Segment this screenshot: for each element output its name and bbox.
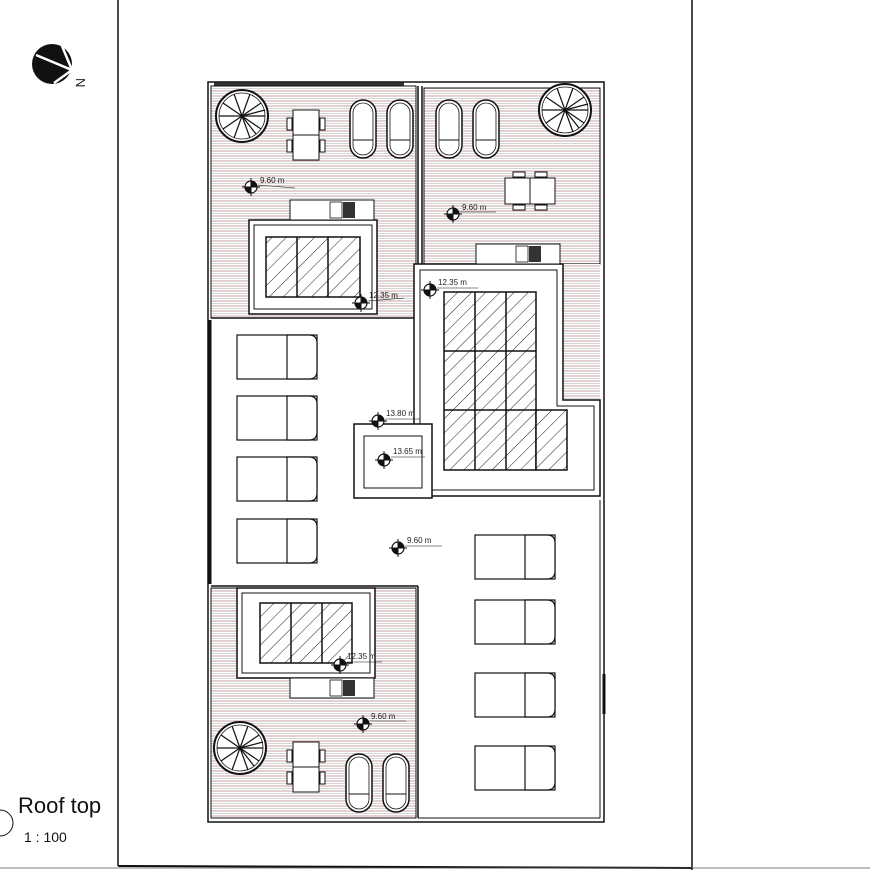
level-marker-tank-outer: 13.80 m	[368, 409, 420, 431]
water-tank	[353, 423, 433, 499]
svg-text:9.60 m: 9.60 m	[407, 536, 432, 545]
level-marker-tank-inner: 13.65 m	[374, 447, 425, 470]
svg-text:13.65 m: 13.65 m	[393, 447, 422, 456]
svg-text:9.60 m: 9.60 m	[260, 176, 285, 185]
svg-text:12.35 m: 12.35 m	[369, 291, 398, 300]
level-marker-deck-bottom-left: 9.60 m	[353, 712, 406, 734]
svg-text:12.35 m: 12.35 m	[347, 652, 376, 661]
stair-block-top-left	[248, 219, 378, 315]
svg-text:12.35 m: 12.35 m	[438, 278, 467, 287]
level-marker-deck-top-left: 9.60 m	[241, 176, 296, 197]
svg-text:9.60 m: 9.60 m	[462, 203, 487, 212]
svg-text:13.80 m: 13.80 m	[386, 409, 415, 418]
level-marker-stair-top-left: 12.35 m	[351, 291, 405, 313]
north-label: N	[73, 78, 88, 87]
view-scale: 1 : 100	[24, 829, 67, 845]
stair-block-right	[413, 263, 601, 497]
level-marker-stair-top-right: 12.35 m	[420, 278, 478, 300]
level-marker-stair-bottom-left: 12.35 m	[330, 652, 382, 675]
view-marker-icon	[0, 809, 14, 837]
level-marker-roof-center: 9.60 m	[388, 536, 442, 558]
level-marker-deck-top-right: 9.60 m	[443, 203, 496, 224]
stair-block-bottom-left	[236, 587, 376, 679]
svg-text:9.60 m: 9.60 m	[371, 712, 396, 721]
north-arrow-icon	[32, 44, 75, 85]
view-title: Roof top	[18, 793, 101, 818]
